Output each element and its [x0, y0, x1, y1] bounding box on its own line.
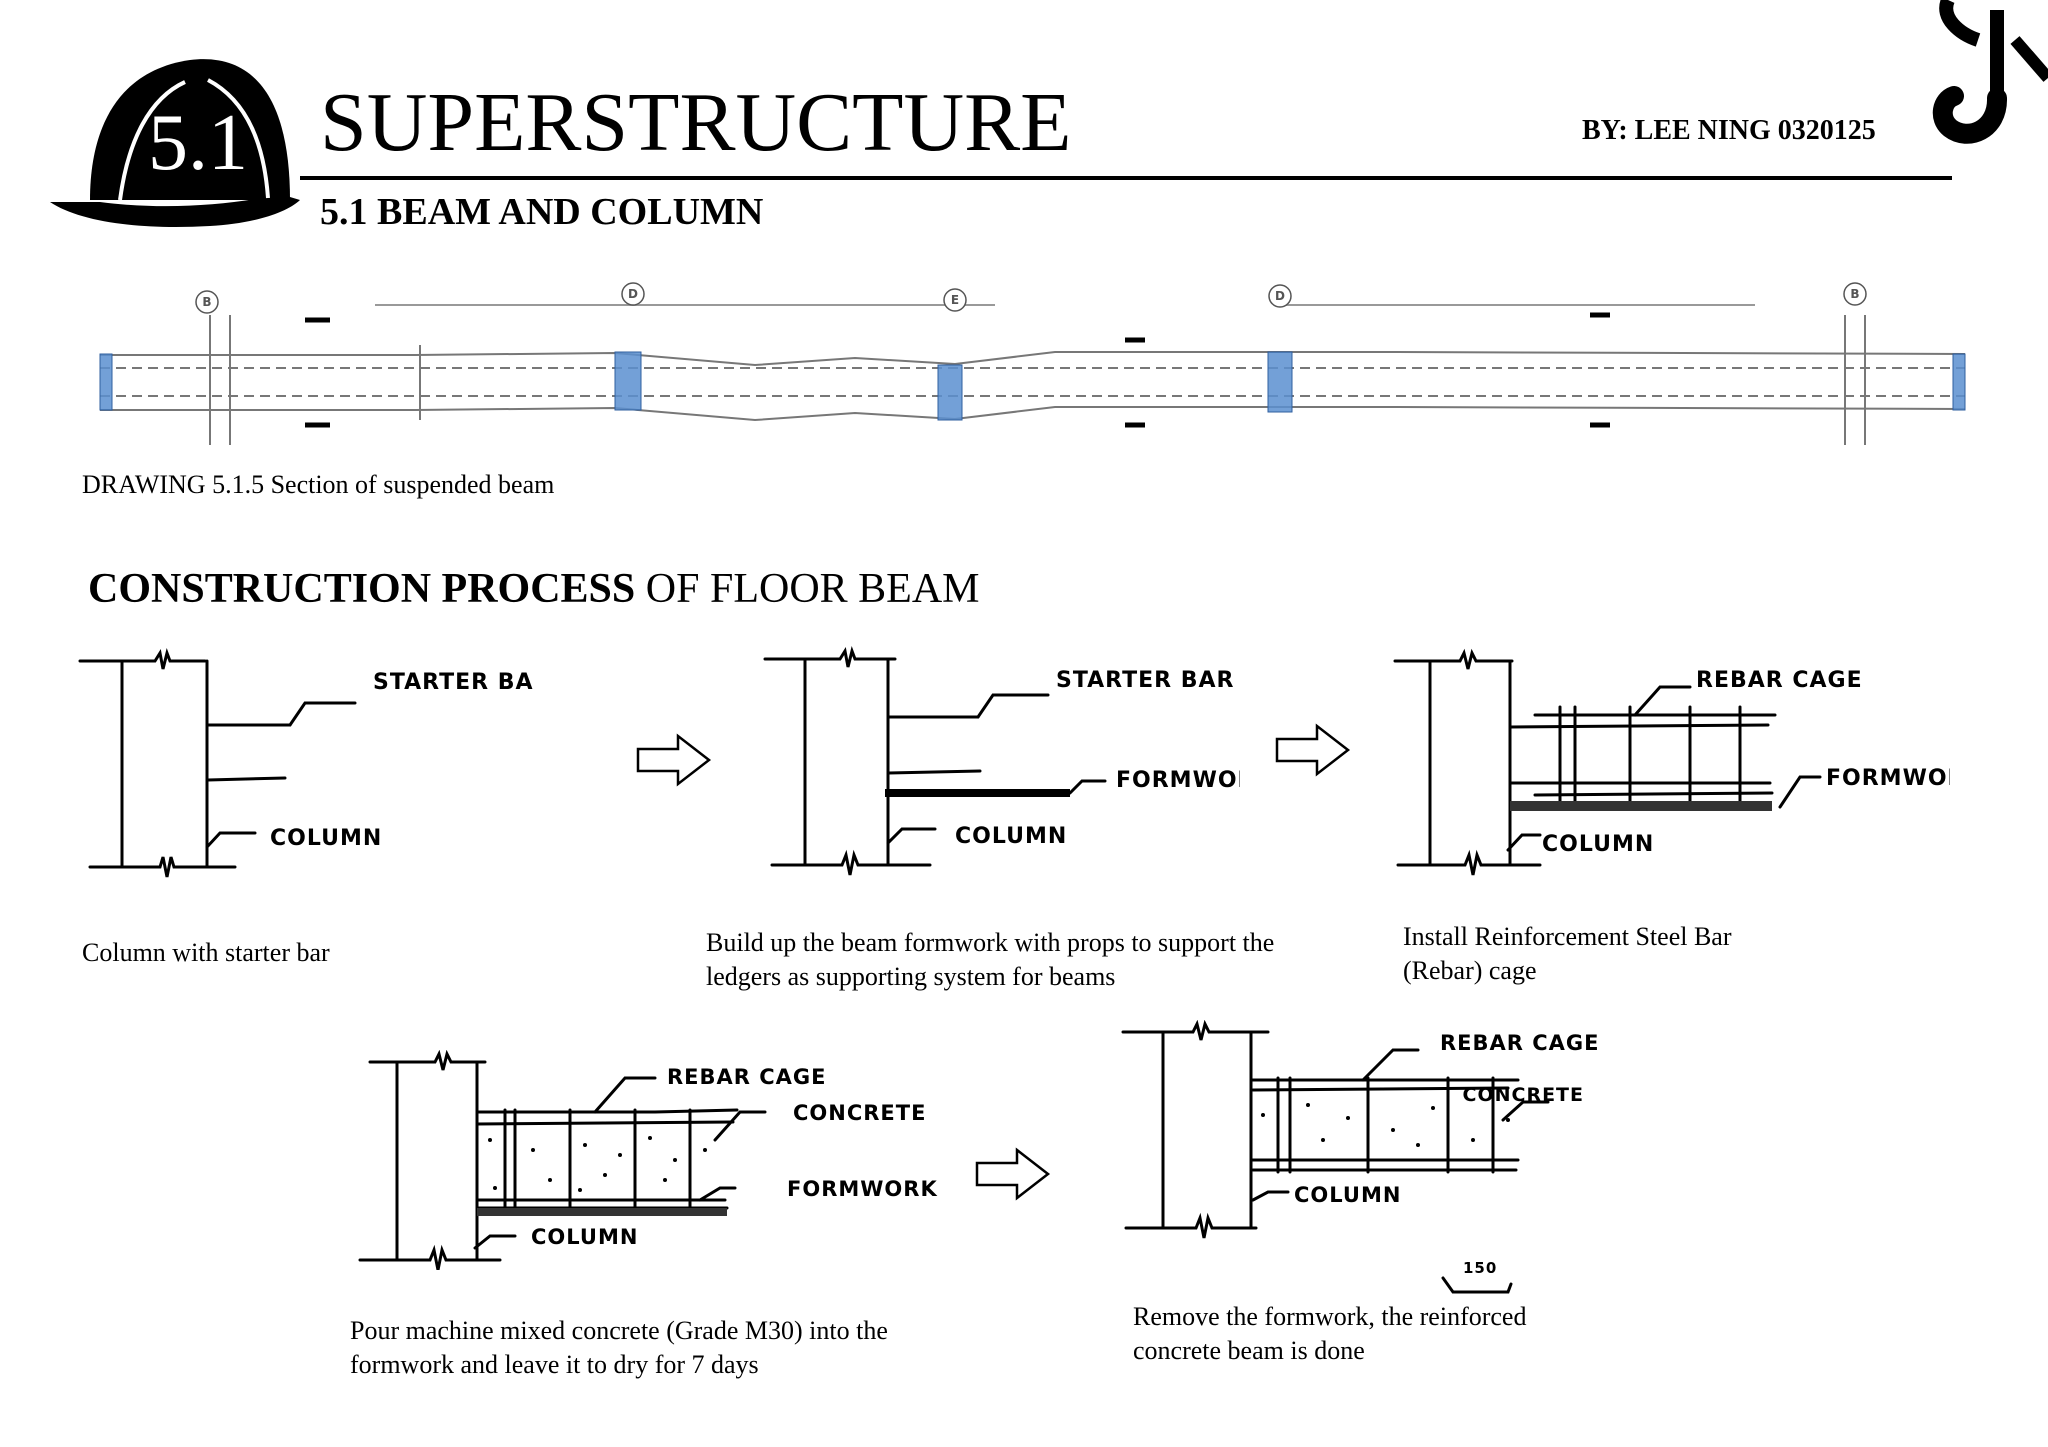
process-heading-bold: CONSTRUCTION PROCESS: [88, 566, 636, 612]
step-3-label-rebar-cage: REBAR CAGE: [1696, 668, 1863, 693]
step-5-label-column: COLUMN: [1294, 1183, 1401, 1207]
crane-hook-icon: [1932, 0, 2048, 144]
right-arrow-icon: [1275, 723, 1351, 777]
step-2-label-column: COLUMN: [955, 824, 1067, 849]
right-arrow-icon: [975, 1147, 1051, 1201]
step-2-caption-line1: Build up the beam formwork with props to…: [706, 928, 1275, 957]
step-4-caption-line2: formwork and leave it to dry for 7 days: [350, 1350, 759, 1379]
step-4-label-concrete: CONCRETE: [793, 1101, 926, 1125]
section-number-badge: 5.1: [148, 99, 248, 187]
section-subtitle: 5.1 BEAM AND COLUMN: [320, 191, 764, 233]
step-3-caption-line2: (Rebar) cage: [1403, 956, 1537, 985]
step-4-label-formwork: FORMWORK: [787, 1177, 938, 1201]
step-2-sketch: STARTER BAR FORMWORK COLUMN: [763, 645, 1240, 876]
step-4-sketch: REBAR CAGE CONCRETE FORMWORK COLUMN: [358, 1050, 938, 1270]
step-1-label-starter-bar: STARTER BAR: [373, 670, 535, 695]
step-4-label-column: COLUMN: [531, 1225, 638, 1249]
step-1-caption: Column with starter bar: [82, 936, 502, 970]
hard-hat-icon: [50, 59, 300, 227]
step-1-caption-line1: Column with starter bar: [82, 938, 330, 967]
step-5-label-concrete: CONCRETE: [1463, 1084, 1585, 1106]
page-title: SUPERSTRUCTURE: [320, 76, 1072, 169]
step-4-label-rebar-cage: REBAR CAGE: [667, 1065, 827, 1089]
step-4-caption-line1: Pour machine mixed concrete (Grade M30) …: [350, 1316, 888, 1345]
step-1-sketch: STARTER BAR COLUMN: [78, 647, 535, 878]
scale-dimension: 150: [1463, 1259, 1497, 1277]
step-2-caption-line2: ledgers as supporting system for beams: [706, 962, 1116, 991]
step-2-label-starter-bar: STARTER BAR: [1056, 668, 1235, 693]
process-heading: CONSTRUCTION PROCESS OF FLOOR BEAM: [88, 565, 980, 613]
step-5-label-rebar-cage: REBAR CAGE: [1440, 1031, 1598, 1055]
grid-label: D: [628, 287, 638, 301]
step-3-caption-line1: Install Reinforcement Steel Bar: [1403, 922, 1732, 951]
step-3-caption: Install Reinforcement Steel Bar (Rebar) …: [1403, 920, 1943, 988]
step-2-label-formwork: FORMWORK: [1116, 768, 1240, 793]
step-3-sketch: REBAR CAGE FORMWORK COLUMN: [1393, 648, 1950, 876]
author-credit: BY: LEE NING 0320125: [1582, 115, 1876, 146]
header-divider: [300, 176, 1952, 180]
suspended-beam-section-drawing: B D E D B: [99, 282, 1966, 445]
step-1-label-column: COLUMN: [270, 826, 382, 851]
drawing-caption: DRAWING 5.1.5 Section of suspended beam: [82, 470, 555, 499]
step-5-caption: Remove the formwork, the reinforced conc…: [1133, 1300, 1653, 1368]
step-3-label-column: COLUMN: [1542, 832, 1654, 857]
right-arrow-icon: [636, 733, 712, 787]
process-heading-rest: OF FLOOR BEAM: [635, 566, 980, 612]
step-2-caption: Build up the beam formwork with props to…: [706, 926, 1346, 994]
grid-label: B: [202, 295, 211, 309]
step-5-sketch: REBAR CAGE CONCRETE COLUMN 150: [1121, 1020, 1598, 1294]
step-5-caption-line2: concrete beam is done: [1133, 1336, 1365, 1365]
step-4-caption: Pour machine mixed concrete (Grade M30) …: [350, 1314, 990, 1382]
step-3-label-formwork: FORMWORK: [1826, 766, 1950, 791]
grid-label: E: [951, 293, 959, 307]
grid-label: B: [1850, 287, 1859, 301]
step-5-caption-line1: Remove the formwork, the reinforced: [1133, 1302, 1527, 1331]
grid-label: D: [1275, 289, 1285, 303]
